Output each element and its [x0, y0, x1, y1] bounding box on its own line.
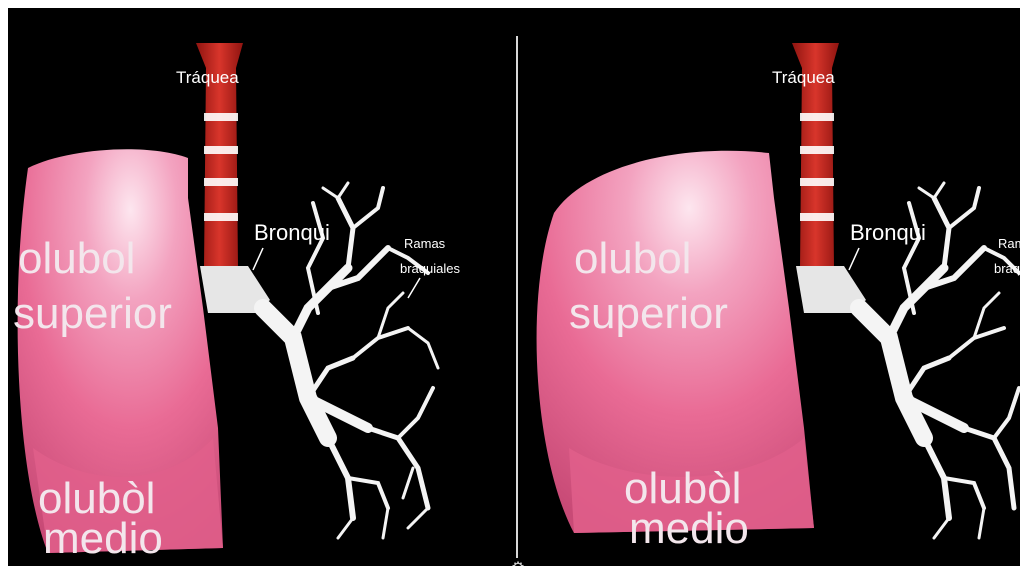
- branches-label-line2: braqui: [994, 261, 1020, 276]
- branches-label-line1: Ram: [998, 236, 1020, 251]
- upper-lobe-label-line1: olubol: [574, 234, 691, 283]
- middle-lobe-label-line2: medio: [43, 514, 163, 563]
- right-eye-viewport: Tráquea Bronqui Ram braqui olubol superi…: [514, 8, 1020, 566]
- trachea-label: Tráquea: [772, 68, 835, 87]
- lung-scene-left: Tráquea Bronqui Ramas braquiales olubol …: [8, 8, 514, 566]
- branches-label-line2: braquiales: [400, 261, 460, 276]
- left-eye-viewport: Tráquea Bronqui Ramas braquiales olubol …: [8, 8, 514, 566]
- upper-lobe-label-line1: olubol: [18, 234, 135, 283]
- bronchus-label: Bronqui: [850, 220, 926, 245]
- trachea-label: Tráquea: [176, 68, 239, 87]
- gear-icon[interactable]: ⚙: [508, 557, 528, 566]
- branches-label-line1: Ramas: [404, 236, 446, 251]
- bronchus-label: Bronqui: [254, 220, 330, 245]
- upper-lobe-label-line2: superior: [13, 289, 172, 338]
- upper-lobe-label-line2: superior: [569, 289, 728, 338]
- vr-viewer: Tráquea Bronqui Ramas braquiales olubol …: [8, 8, 1020, 566]
- lung-scene-right: Tráquea Bronqui Ram braqui olubol superi…: [514, 8, 1020, 566]
- middle-lobe-label-line2: medio: [629, 504, 749, 553]
